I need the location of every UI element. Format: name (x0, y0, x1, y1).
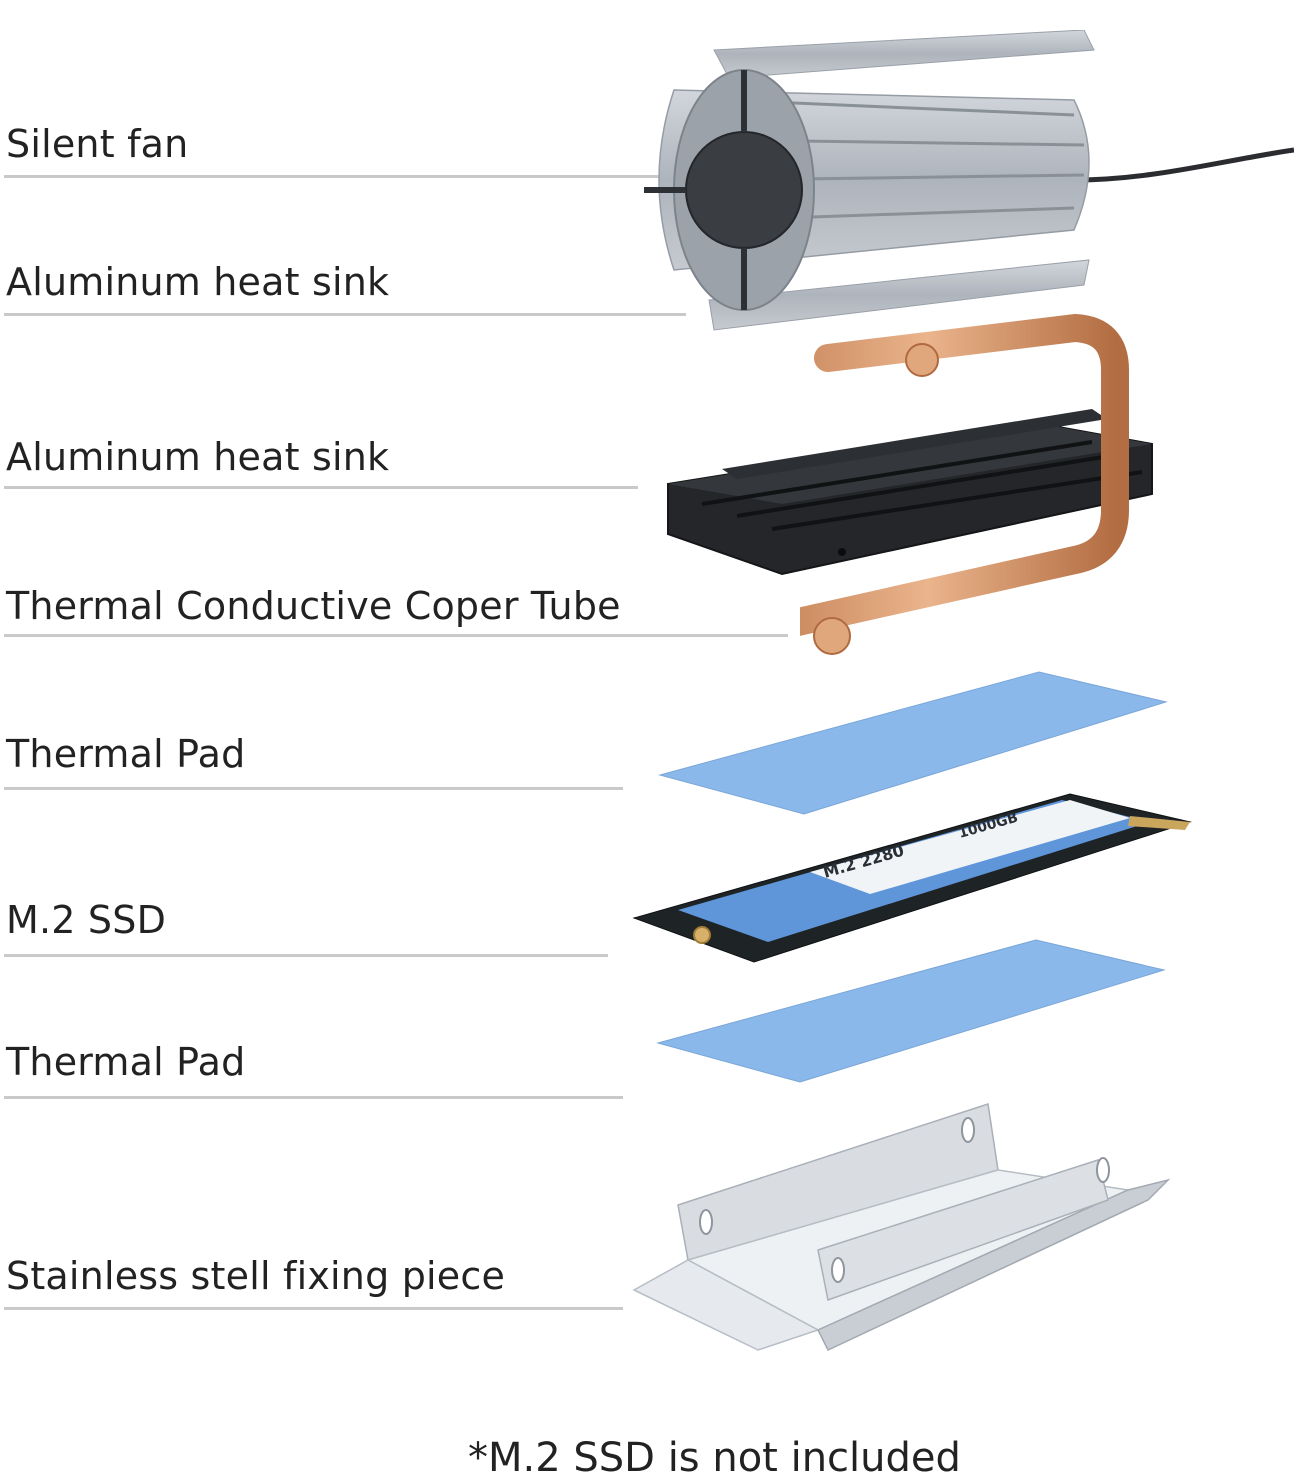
divider-aluminum-heat-sink-bottom (4, 486, 638, 489)
copper-tube-illustration (800, 313, 1129, 655)
divider-copper-tube (4, 634, 788, 637)
label-aluminum-heat-sink-top: Aluminum heat sink (6, 260, 390, 304)
black-heatsink-illustration (667, 409, 1153, 576)
steel-fixing-piece-illustration (632, 1103, 1171, 1351)
divider-m2-ssd (4, 954, 608, 957)
label-thermal-pad-top: Thermal Pad (6, 732, 246, 776)
m2-ssd-illustration: M.2 2280 1000GB (632, 793, 1192, 963)
divider-steel-fixing-piece (4, 1307, 623, 1310)
divider-thermal-pad-bottom (4, 1096, 623, 1099)
label-aluminum-heat-sink-bottom: Aluminum heat sink (6, 435, 390, 479)
divider-thermal-pad-top (4, 787, 623, 790)
copper-tube-end-bottom (813, 617, 851, 655)
fan-cable (1073, 147, 1294, 183)
thermal-pad-bottom-illustration (656, 939, 1166, 1083)
divider-aluminum-heat-sink-top (4, 313, 686, 316)
label-m2-ssd: M.2 SSD (6, 898, 167, 942)
footnote-ssd-not-included: *M.2 SSD is not included (468, 1435, 961, 1481)
label-steel-fixing-piece: Stainless stell fixing piece (6, 1254, 506, 1298)
label-thermal-pad-bottom: Thermal Pad (6, 1040, 246, 1084)
label-silent-fan: Silent fan (6, 122, 189, 166)
thermal-pad-top-illustration (658, 671, 1168, 815)
fan-hub (685, 131, 803, 249)
fan-heatsink-illustration (644, 30, 1294, 331)
divider-silent-fan (4, 175, 680, 178)
copper-tube-end-top (905, 343, 939, 377)
label-copper-tube: Thermal Conductive Coper Tube (6, 584, 621, 628)
